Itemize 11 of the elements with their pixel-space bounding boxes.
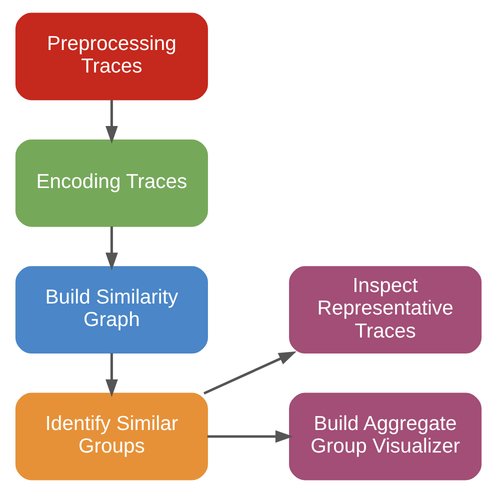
arrow	[204, 351, 297, 394]
arrow	[105, 100, 118, 144]
arrow	[105, 226, 118, 270]
node-box: Encoding Traces	[15, 139, 208, 227]
arrow	[207, 430, 294, 443]
node-box: Identify Similar Groups	[15, 392, 208, 480]
arrow	[105, 353, 118, 398]
node-box: Inspect Representative Traces	[289, 266, 482, 354]
node-box: Build Similarity Graph	[15, 266, 208, 354]
node-box: Build Aggregate Group Visualizer	[289, 392, 482, 480]
node-box: Preprocessing Traces	[15, 12, 208, 100]
